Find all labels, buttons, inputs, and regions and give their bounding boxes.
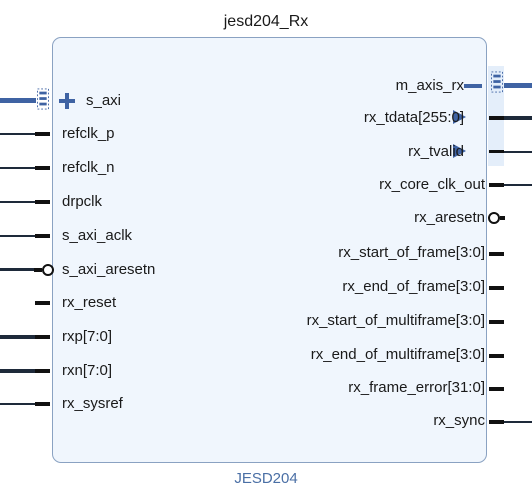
s-axi-aresetn-inversion-bubble-icon xyxy=(42,264,54,276)
port-rx-end-of-frame-label: rx_end_of_frame[3:0] xyxy=(342,278,485,295)
ip-name-label: JESD204 xyxy=(234,470,298,487)
rx-tvalid-pin[interactable] xyxy=(489,150,504,153)
port-rx-start-of-multiframe-label: rx_start_of_multiframe[3:0] xyxy=(306,312,485,329)
rx-frame-error-pin[interactable] xyxy=(489,387,504,391)
rx-start-of-multiframe-pin[interactable] xyxy=(489,320,504,324)
s-axi-aclk-pin[interactable] xyxy=(35,234,50,238)
port-s-axi-aclk-label: s_axi_aclk xyxy=(62,227,133,244)
s-axi-aclk-wire[interactable] xyxy=(0,235,35,237)
rx-tdata-direction-arrow-icon xyxy=(453,110,466,124)
rx-aresetn-inversion-bubble-icon xyxy=(488,212,500,224)
port-refclk-p-label: refclk_p xyxy=(62,125,115,142)
refclk-p-wire[interactable] xyxy=(0,133,35,135)
s-axi-aresetn-wire[interactable] xyxy=(0,268,36,271)
rx-aresetn-pin[interactable] xyxy=(500,216,505,220)
s-axi-bus-wire[interactable] xyxy=(0,98,36,103)
m-axis-rx-collapse-icon[interactable] xyxy=(464,83,482,89)
rx-end-of-frame-pin[interactable] xyxy=(489,286,504,290)
port-rx-tvalid-label: rx_tvalid xyxy=(408,143,464,160)
port-rx-sync-label: rx_sync xyxy=(433,412,485,429)
s-axi-aresetn-pin[interactable] xyxy=(34,268,42,272)
rx-start-of-frame-pin[interactable] xyxy=(489,252,504,256)
rx-tvalid-wire[interactable] xyxy=(504,151,532,153)
rx-tvalid-direction-arrow-icon xyxy=(453,144,466,158)
port-rx-tdata-label: rx_tdata[255:0] xyxy=(363,109,464,126)
drpclk-wire[interactable] xyxy=(0,201,35,203)
rxp-bus-wire[interactable] xyxy=(0,335,35,339)
port-rx-frame-error-label: rx_frame_error[31:0] xyxy=(348,379,485,396)
s-axi-interface-connector-icon[interactable] xyxy=(36,88,50,110)
rx-sync-wire[interactable] xyxy=(504,421,532,423)
port-s-axi-label: s_axi xyxy=(86,92,122,109)
drpclk-pin[interactable] xyxy=(35,200,50,204)
refclk-n-wire[interactable] xyxy=(0,167,35,169)
port-rxp-label: rxp[7:0] xyxy=(62,328,113,345)
rx-sysref-wire[interactable] xyxy=(0,403,35,405)
block-title: jesd204_Rx xyxy=(223,13,309,30)
rx-core-clk-out-pin[interactable] xyxy=(489,183,504,187)
s-axi-expand-icon[interactable] xyxy=(58,92,76,110)
refclk-p-pin[interactable] xyxy=(35,132,50,136)
ip-block-body[interactable] xyxy=(52,37,487,463)
rx-sync-pin[interactable] xyxy=(489,420,504,424)
rxn-bus-wire[interactable] xyxy=(0,369,35,373)
port-rx-reset-label: rx_reset xyxy=(62,294,117,311)
rx-tdata-bus-wire[interactable] xyxy=(504,116,532,120)
port-rxn-label: rxn[7:0] xyxy=(62,362,113,379)
rx-tdata-pin[interactable] xyxy=(489,116,504,120)
port-rx-aresetn-label: rx_aresetn xyxy=(414,209,485,226)
port-rx-core-clk-out-label: rx_core_clk_out xyxy=(379,176,485,193)
m-axis-rx-interface-connector-icon[interactable] xyxy=(490,71,504,93)
port-rx-end-of-multiframe-label: rx_end_of_multiframe[3:0] xyxy=(310,346,485,363)
port-drpclk-label: drpclk xyxy=(62,193,103,210)
rx-end-of-multiframe-pin[interactable] xyxy=(489,354,504,358)
port-rx-start-of-frame-label: rx_start_of_frame[3:0] xyxy=(338,244,485,261)
port-s-axi-aresetn-label: s_axi_aresetn xyxy=(62,261,156,278)
port-refclk-n-label: refclk_n xyxy=(62,159,115,176)
port-rx-sysref-label: rx_sysref xyxy=(62,395,123,412)
rx-core-clk-out-wire[interactable] xyxy=(504,184,532,186)
rxp-pin[interactable] xyxy=(35,335,50,339)
rx-reset-pin[interactable] xyxy=(35,301,50,305)
m-axis-rx-bus-wire[interactable] xyxy=(504,83,532,88)
refclk-n-pin[interactable] xyxy=(35,166,50,170)
rx-sysref-pin[interactable] xyxy=(35,402,50,406)
port-m-axis-rx-label: m_axis_rx xyxy=(395,77,464,94)
rxn-pin[interactable] xyxy=(35,369,50,373)
